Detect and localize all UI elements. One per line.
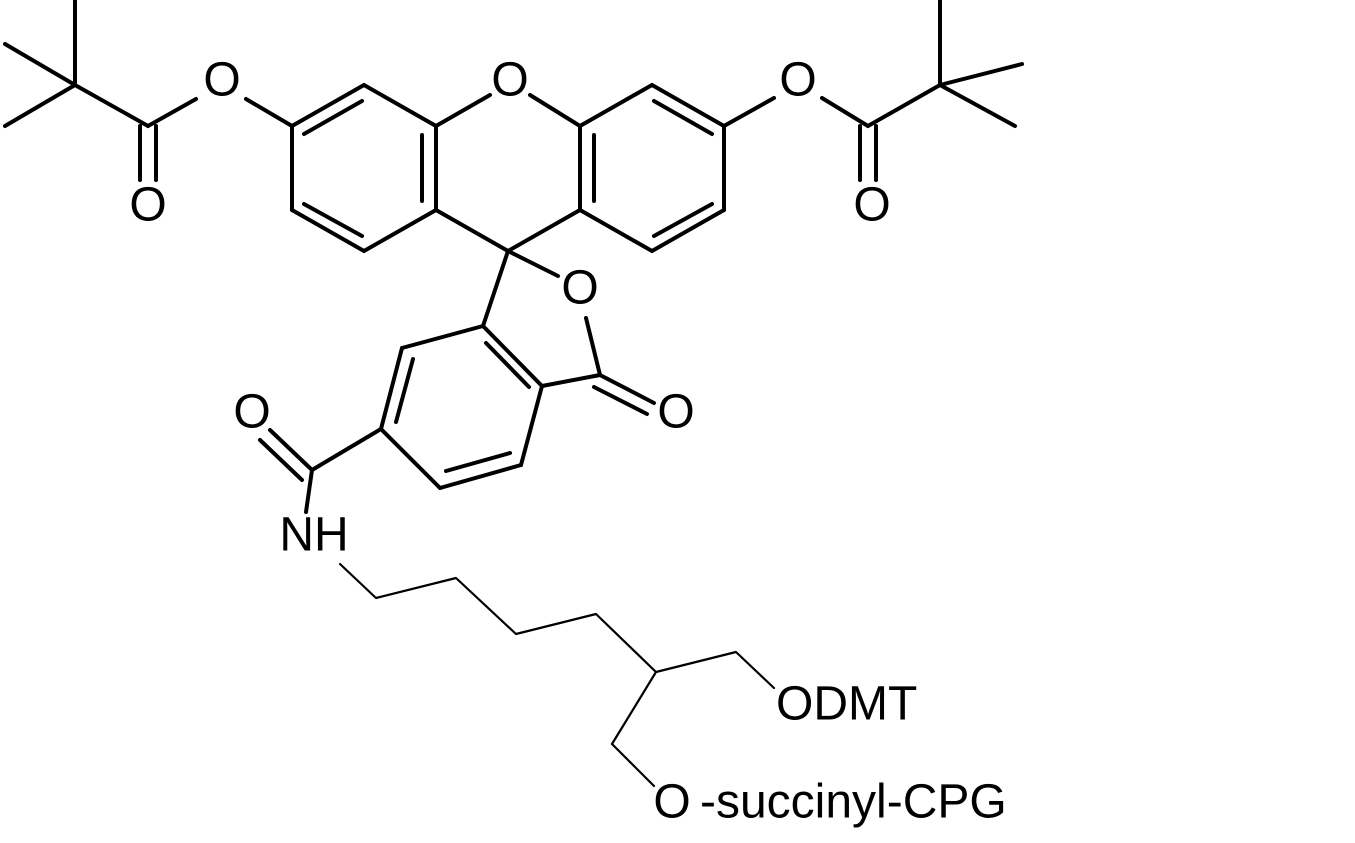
bond (302, 202, 364, 238)
bond (290, 83, 366, 128)
bond (610, 670, 658, 746)
bond (3, 83, 77, 128)
oxygen-label: O (653, 776, 690, 829)
bond (481, 249, 510, 328)
bond (652, 99, 714, 136)
bond (506, 208, 582, 253)
oxygen-label: O (779, 54, 816, 107)
bond (3, 42, 77, 87)
bond (434, 93, 492, 128)
bond (304, 468, 314, 514)
linker-chain (338, 562, 776, 788)
atom-labels: O O O O O O O O NH ODMT O -succinyl-CPG (129, 54, 1006, 829)
bonds (3, 0, 1024, 514)
bond (379, 346, 404, 431)
bond (528, 93, 582, 128)
oxygen-label: O (233, 386, 270, 439)
bond (434, 208, 510, 253)
oxygen-label: O (853, 179, 890, 232)
oxygen-label: O (203, 54, 240, 107)
bond (290, 208, 366, 253)
bond (444, 451, 512, 473)
bond (650, 208, 726, 253)
bond (938, 62, 1024, 87)
bond (540, 373, 602, 388)
bond (598, 373, 656, 405)
succinyl-cpg-label: -succinyl-CPG (700, 776, 1007, 829)
bond (820, 96, 870, 128)
bond (650, 83, 726, 128)
bond (610, 742, 656, 788)
bond (438, 463, 523, 490)
bond (362, 83, 438, 128)
bond (146, 97, 198, 128)
bond (362, 208, 438, 253)
bond (484, 341, 531, 389)
bond (578, 83, 654, 128)
bond (652, 202, 714, 238)
bond (258, 438, 304, 482)
bond (866, 83, 942, 128)
oxygen-label: O (491, 54, 528, 107)
bond (481, 324, 544, 388)
oxygen-label: O (561, 262, 598, 315)
bond (519, 384, 544, 467)
bond (394, 357, 415, 424)
bond (578, 208, 654, 253)
oxygen-label: O (657, 386, 694, 439)
bond (584, 316, 602, 377)
bond (338, 562, 776, 690)
bond (302, 99, 364, 136)
bond (506, 249, 560, 278)
oxygen-label: O (129, 179, 166, 232)
bond (400, 324, 485, 350)
bond (379, 427, 442, 490)
odmt-label: ODMT (776, 678, 917, 731)
nh-label: NH (279, 509, 348, 562)
bond (268, 428, 314, 472)
bond (73, 83, 150, 128)
bond (592, 385, 649, 416)
bond (722, 96, 776, 128)
bond (244, 97, 294, 128)
bond (938, 83, 1017, 128)
bond (310, 427, 383, 472)
